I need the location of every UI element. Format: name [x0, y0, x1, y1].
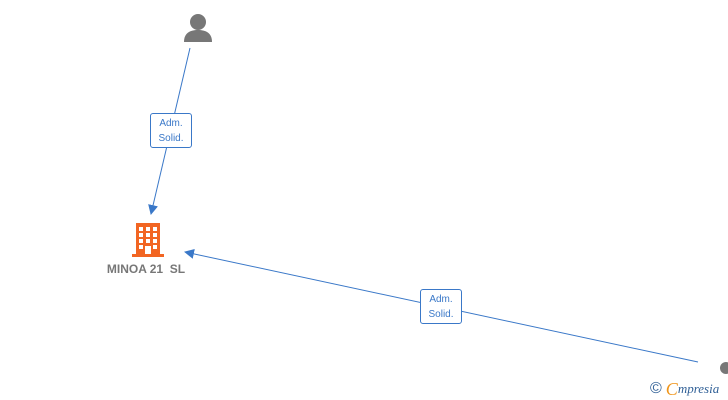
- company-name-label[interactable]: MINOA 21 SL: [106, 262, 186, 276]
- brand-logo-initial: C: [665, 378, 678, 399]
- person-icon[interactable]: [720, 362, 728, 374]
- edge-label-line: Solid.: [158, 133, 184, 144]
- brand-logo-text: mpresia: [677, 381, 720, 396]
- edge-label-right: Adm. Solid.: [420, 289, 462, 324]
- edge-label-line: Adm.: [159, 118, 183, 129]
- edge-label-line: Solid.: [428, 309, 454, 320]
- edge-label-top: Adm. Solid.: [150, 113, 192, 148]
- copyright-symbol: ©: [650, 380, 662, 397]
- building-icon[interactable]: [132, 223, 164, 257]
- person-icon[interactable]: [184, 14, 212, 42]
- edge-label-line: Adm.: [429, 294, 453, 305]
- empresia-watermark: © C mpresia: [650, 379, 719, 399]
